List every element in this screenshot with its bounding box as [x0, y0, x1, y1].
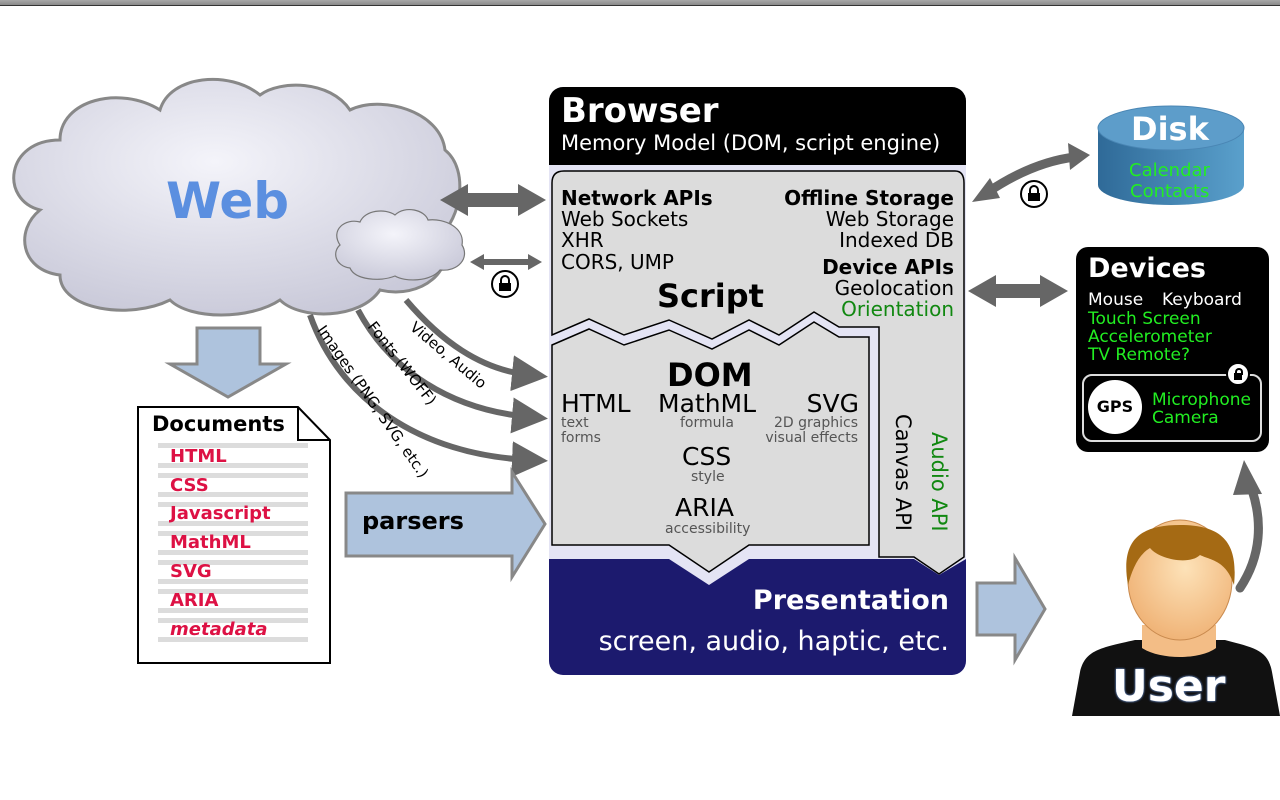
disk-item: Calendar: [1129, 160, 1210, 181]
dom-css-sub: style: [691, 469, 725, 485]
dom-html-sub: text: [561, 415, 589, 431]
network-api-item: CORS, UMP: [561, 250, 674, 274]
device-api-item: Geolocation: [834, 276, 954, 300]
user-avatar: [1072, 519, 1280, 716]
browser-layers: [549, 170, 966, 675]
devices-title: Devices: [1088, 253, 1206, 284]
device-item: Keyboard: [1162, 290, 1242, 310]
disk-item: Contacts: [1130, 181, 1210, 202]
documents-title: Documents: [152, 412, 285, 436]
disk-label: Disk: [1131, 110, 1209, 148]
arrow-user-to-devices: [1233, 460, 1263, 593]
video-audio-stream-arrow: [403, 298, 548, 392]
document-item-metadata: metadata: [170, 619, 268, 640]
double-arrow-browser-devices: [968, 275, 1068, 307]
presentation-subtitle: screen, audio, haptic, etc.: [598, 626, 949, 657]
window-top-bar: [0, 0, 1280, 6]
canvas-api-label: Canvas API: [891, 414, 915, 531]
device-apis-heading: Device APIs: [822, 255, 954, 279]
audio-api-label: Audio API: [927, 432, 951, 532]
network-api-item: Web Sockets: [561, 207, 689, 231]
document-item: HTML: [170, 446, 227, 467]
device-item-new: Touch Screen: [1088, 309, 1201, 329]
dom-label: DOM: [667, 356, 753, 394]
dom-svg-label: SVG: [806, 389, 859, 418]
browser-header: [549, 87, 966, 165]
offline-storage-heading: Offline Storage: [784, 186, 954, 210]
dom-mathml-label: MathML: [658, 389, 757, 418]
parsers-arrow: [344, 466, 547, 583]
document-item: SVG: [170, 561, 212, 582]
network-api-item: XHR: [561, 228, 604, 252]
dom-css-label: CSS: [682, 442, 732, 471]
double-arrow-web-browser: [440, 184, 546, 216]
browser-subtitle: Memory Model (DOM, script engine): [561, 131, 941, 155]
presentation-layer: [549, 559, 966, 675]
dom-html-label: HTML: [561, 389, 631, 418]
document-item: CSS: [170, 475, 209, 496]
gps-badge: GPS: [1088, 380, 1142, 434]
stream-arrows: [307, 298, 548, 478]
dom-svg-sub: 2D graphics: [774, 415, 858, 431]
web-label: Web: [166, 172, 290, 230]
device-api-item-orientation: Orientation: [841, 297, 954, 321]
documents-page: [137, 406, 331, 664]
script-label: Script: [657, 277, 764, 315]
dom-html-sub: forms: [561, 430, 601, 446]
presentation-title: Presentation: [752, 585, 949, 616]
secure-device-item: Microphone: [1152, 390, 1251, 410]
network-apis-heading: Network APIs: [561, 186, 713, 210]
document-item: MathML: [170, 532, 251, 553]
device-item-new: TV Remote?: [1088, 345, 1191, 365]
small-cloud: [335, 208, 466, 281]
dom-layer: [551, 321, 870, 573]
secure-devices-box: [1082, 374, 1262, 442]
parsers-label: parsers: [362, 507, 464, 535]
down-arrow-to-documents: [164, 326, 292, 399]
devices-panel: Devices Mouse Keyboard Touch Screen Acce…: [1076, 247, 1269, 452]
user-label: User: [1112, 661, 1226, 712]
secure-device-item: Camera: [1152, 408, 1219, 428]
device-item-new: Accelerometer: [1088, 327, 1212, 347]
browser-title: Browser: [561, 91, 719, 131]
dom-svg-sub: visual effects: [765, 430, 858, 446]
browser-panel: Browser Memory Model (DOM, script engine…: [549, 87, 966, 675]
dom-aria-label: ARIA: [675, 493, 734, 522]
images-stream-arrow: [307, 313, 548, 478]
document-item: ARIA: [170, 590, 219, 611]
dom-mathml-sub: formula: [680, 415, 734, 431]
lock-icon: [491, 270, 519, 298]
offline-storage-item: Indexed DB: [839, 228, 954, 252]
device-item: Mouse: [1088, 290, 1144, 310]
document-item: Javascript: [170, 503, 271, 524]
disk-cylinder: [1097, 105, 1245, 205]
secure-double-arrow-browser-disk: [972, 143, 1090, 202]
lock-icon: [1226, 362, 1250, 386]
secure-double-arrow-cloud-browser: [470, 254, 542, 270]
script-layer: [551, 170, 965, 575]
dom-aria-sub: accessibility: [665, 521, 751, 537]
arrow-presentation-to-user: [975, 552, 1047, 666]
lock-icon: [1020, 180, 1048, 208]
fonts-stream-arrow: [355, 308, 548, 434]
offline-storage-item: Web Storage: [825, 207, 954, 231]
